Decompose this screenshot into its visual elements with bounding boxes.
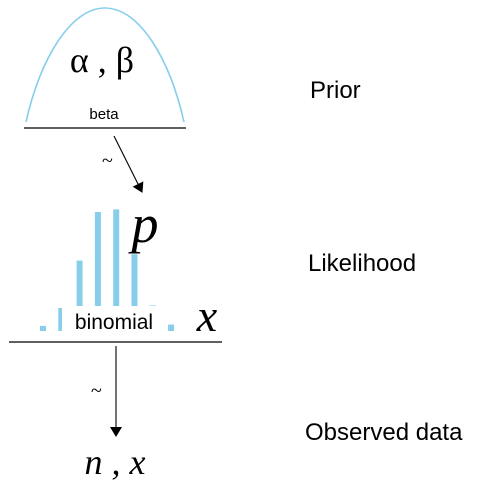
binomial-label-bg bbox=[62, 306, 166, 334]
likelihood-observed-symbol: x bbox=[196, 290, 218, 341]
likelihood-param: p bbox=[128, 194, 159, 254]
arrow-prior-to-p bbox=[113, 135, 144, 193]
binomial-bar bbox=[113, 209, 120, 331]
label-likelihood: Likelihood bbox=[308, 250, 416, 277]
prior-params: α , β bbox=[70, 40, 134, 80]
tilde-prior: ~ bbox=[102, 150, 113, 172]
binomial-bar bbox=[40, 325, 46, 331]
binomial-bar bbox=[76, 260, 83, 331]
tilde-likelihood: ~ bbox=[91, 380, 102, 402]
binomial-label: binomial bbox=[75, 311, 153, 334]
binomial-bar bbox=[168, 324, 175, 331]
binomial-bar bbox=[131, 254, 138, 331]
label-prior: Prior bbox=[310, 77, 361, 104]
label-observed-data: Observed data bbox=[305, 419, 463, 446]
binomial-bar bbox=[58, 308, 65, 331]
observed-symbols: n , x bbox=[85, 442, 146, 482]
binomial-bar bbox=[94, 212, 101, 331]
beta-label: beta bbox=[89, 106, 119, 123]
beta-curve bbox=[25, 7, 185, 123]
